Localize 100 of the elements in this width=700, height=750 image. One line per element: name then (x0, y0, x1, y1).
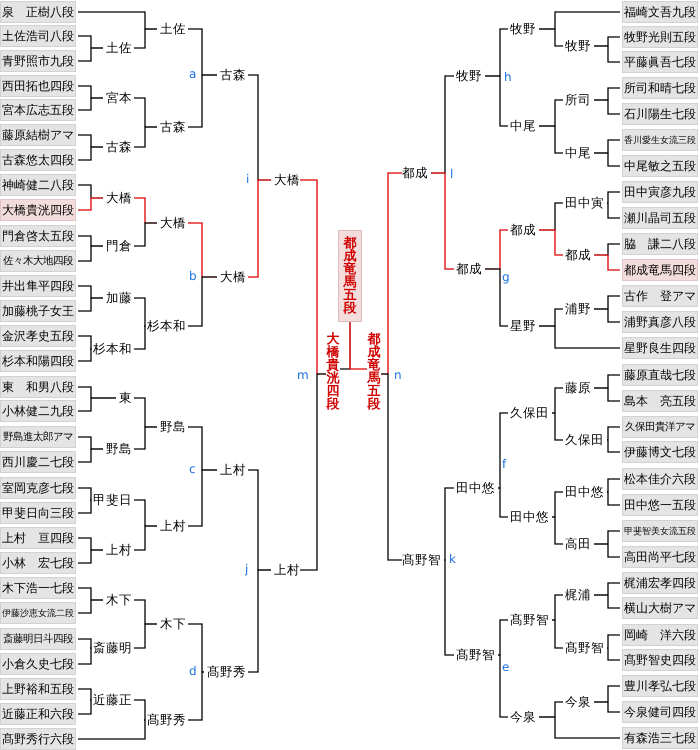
bracket-line (248, 179, 271, 278)
player-box: 加藤桃子女王 (0, 300, 76, 322)
player-box: 木下浩一七段 (0, 577, 76, 599)
winner-name: 髙野智 (510, 612, 549, 628)
winner-name: 髙野智 (565, 640, 604, 656)
finalist-name: 都成竜馬五段 (367, 333, 381, 411)
winner-name: 所司 (565, 92, 591, 108)
bracket-line (485, 268, 508, 327)
bracket-line (78, 487, 92, 501)
bracket-line (78, 245, 103, 262)
winner-name: 杉本和 (93, 341, 132, 357)
winner-name: 古森 (160, 119, 186, 135)
bracket-line (78, 599, 103, 614)
bracket-line (78, 699, 92, 715)
player-box: 斎藤明日斗四段 (0, 628, 76, 650)
bracket-line (594, 387, 620, 402)
bracket-line (594, 701, 620, 713)
player-box: 古森悠太四段 (0, 149, 76, 171)
winner-name: 門倉 (106, 238, 132, 254)
bracket-line (444, 559, 454, 656)
bracket-line (134, 525, 157, 551)
player-box: 東 和男八段 (0, 376, 76, 398)
player-box: 島本 亮五段 (622, 390, 698, 412)
player-box: 田中悠一五段 (622, 494, 698, 516)
bracket-line (552, 516, 563, 545)
winner-name: 古森 (106, 139, 132, 155)
round-letter: a (189, 67, 196, 81)
player-box: 上村 亘四段 (0, 527, 76, 549)
bracket-line (539, 28, 563, 47)
player-box: 伊藤博文七段 (622, 441, 698, 463)
bracket-line (539, 125, 563, 154)
player-box: 西川慶二七段 (0, 451, 76, 473)
player-box: 門倉啓太五段 (0, 225, 76, 247)
bracket-line (485, 75, 508, 127)
round-letter: j (245, 562, 248, 576)
round-letter: h (504, 70, 512, 84)
player-box: 星野良生四段 (622, 337, 698, 359)
bracket-line (188, 671, 204, 721)
player-box: 小倉久史七段 (0, 653, 76, 675)
bracket-line (78, 638, 92, 649)
player-box: 青野照市九段 (0, 50, 76, 72)
player-box: 田中寅彦九段 (622, 181, 698, 203)
bracket-line (552, 594, 563, 621)
champion-box: 都成竜馬五段 (338, 230, 362, 322)
bracket-line (78, 397, 116, 412)
bracket-line (78, 719, 146, 740)
bracket-line (134, 126, 157, 148)
player-box: 伊藤沙恵女流二段 (0, 602, 76, 624)
round-letter: g (502, 270, 510, 284)
player-box: 甲斐日向三段 (0, 502, 76, 524)
bracket-line (78, 97, 103, 111)
winner-name: 田中寅 (565, 195, 604, 211)
bracket-line (78, 146, 103, 161)
bracket-line (134, 426, 157, 450)
player-box: 藤原結樹アマ (0, 124, 76, 146)
bracket-line (78, 197, 103, 211)
bracket-line (134, 623, 157, 649)
bracket-line (606, 478, 620, 493)
bracket-line (498, 412, 508, 489)
player-box: 甲斐智美女流五段 (622, 520, 698, 542)
player-box: 石川陽生七段 (622, 103, 698, 125)
player-box: 有森浩三七段 (622, 727, 698, 749)
winner-name: 古森 (220, 67, 246, 83)
player-box: 小林 宏七段 (0, 552, 76, 574)
player-box: 脇 謙二八段 (622, 233, 698, 255)
player-box: 久保田貴洋アマ (622, 416, 698, 438)
winner-name: 大橋 (106, 190, 132, 206)
winner-name: 田中悠 (510, 509, 549, 525)
winner-name: 中尾 (510, 118, 536, 134)
bracket-line (539, 229, 563, 256)
bracket-line (606, 491, 620, 506)
bracket-line (78, 549, 103, 564)
player-box: 横山大樹アマ (622, 597, 698, 619)
bracket-line (594, 308, 620, 323)
round-letter: b (189, 269, 197, 283)
winner-name: 加藤 (106, 290, 132, 306)
bracket-line (349, 322, 367, 370)
bracket-line (498, 619, 508, 656)
winner-name: 髙野智 (456, 647, 495, 663)
player-box: 近藤正和六段 (0, 703, 76, 725)
player-box: 今泉健司四段 (622, 701, 698, 723)
winner-name: 牧野 (565, 38, 591, 54)
player-box: 宮本広志五段 (0, 99, 76, 121)
winner-name: 梶浦 (565, 587, 591, 603)
bracket-line (381, 373, 402, 561)
winner-name: 宮本 (106, 90, 132, 106)
bracket-line (188, 74, 217, 128)
bracket-line (300, 373, 326, 571)
bracket-line (188, 623, 204, 673)
bracket-line (78, 647, 92, 665)
player-box: 岡崎 洋六段 (622, 624, 698, 646)
player-box: 梶浦宏孝四段 (622, 572, 698, 594)
bracket-line (498, 487, 508, 518)
round-letter: d (189, 664, 197, 678)
bracket-line (78, 335, 92, 350)
winner-name: 野島 (160, 419, 186, 435)
bracket-line (594, 99, 620, 115)
player-box: 小林健二九段 (0, 400, 76, 422)
winner-name: 浦野 (565, 301, 591, 317)
winner-name: 星野 (510, 318, 536, 334)
